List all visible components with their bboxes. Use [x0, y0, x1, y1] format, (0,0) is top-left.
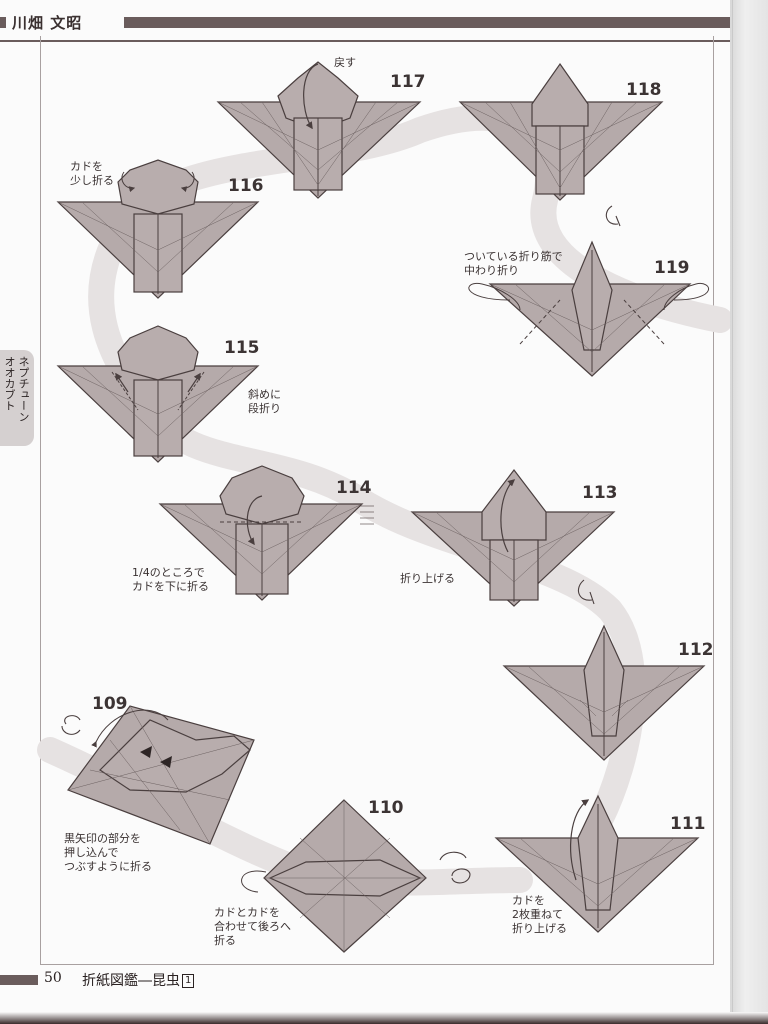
side-tab-line1: ネプチューン [17, 356, 30, 422]
flip-over-icon [577, 579, 595, 605]
side-tab-line2: オオカブト [3, 356, 16, 411]
step-instruction: 1/4のところで カドを下に折る [132, 566, 209, 593]
step-113-figure [410, 469, 616, 607]
chapter-side-tab: ネプチューン オオカブト [0, 350, 34, 446]
step-115-figure [56, 325, 260, 463]
step-instruction: カドを 2枚重ねて 折り上げる [512, 894, 567, 935]
step-number: 114 [336, 478, 372, 498]
rotate-icon [439, 851, 471, 884]
step-number: 112 [678, 640, 714, 660]
step-number: 118 [626, 80, 662, 100]
diagram-artwork [37, 61, 730, 953]
step-instruction: ついている折り筋で 中わり折り [464, 250, 563, 277]
step-112-figure [502, 624, 706, 761]
step-109-figure [67, 705, 255, 845]
step-instruction: 折り上げる [400, 572, 455, 585]
step-118-figure [458, 62, 664, 201]
step-119-figure [468, 240, 709, 377]
step-instruction: 黒矢印の部分を 押し込んで つぶすように折る [64, 832, 152, 873]
step-117-figure [216, 61, 422, 199]
step-110-figure [241, 799, 427, 953]
flip-over-icon [605, 205, 621, 227]
step-111-figure [494, 794, 700, 933]
book-spine [730, 0, 768, 1024]
step-116-figure [56, 159, 260, 299]
author-name: 川畑 文昭 [6, 14, 89, 32]
volume-badge: 1 [182, 974, 195, 988]
header-rule [0, 40, 730, 42]
step-114-figure [158, 465, 374, 601]
step-instruction: 戻す [334, 56, 356, 69]
header-bar [124, 17, 730, 28]
step-number: 115 [224, 338, 260, 358]
step-number: 110 [368, 798, 404, 818]
step-number: 117 [390, 72, 426, 92]
diagram-frame [40, 36, 714, 965]
step-number: 109 [92, 694, 128, 714]
step-instruction: 斜めに 段折り [248, 388, 281, 415]
step-instruction: カドを 少し折る [70, 160, 114, 187]
page-number: 50 [44, 970, 62, 986]
step-number: 111 [670, 814, 706, 834]
step-instruction: カドとカドを 合わせて後ろへ 折る [214, 906, 291, 947]
page-bottom-edge [0, 1012, 768, 1024]
step-number: 116 [228, 176, 264, 196]
step-number: 113 [582, 483, 618, 503]
step-number: 119 [654, 258, 690, 278]
page-header: 川畑 文昭 [0, 14, 730, 42]
rotate-icon [61, 715, 81, 735]
